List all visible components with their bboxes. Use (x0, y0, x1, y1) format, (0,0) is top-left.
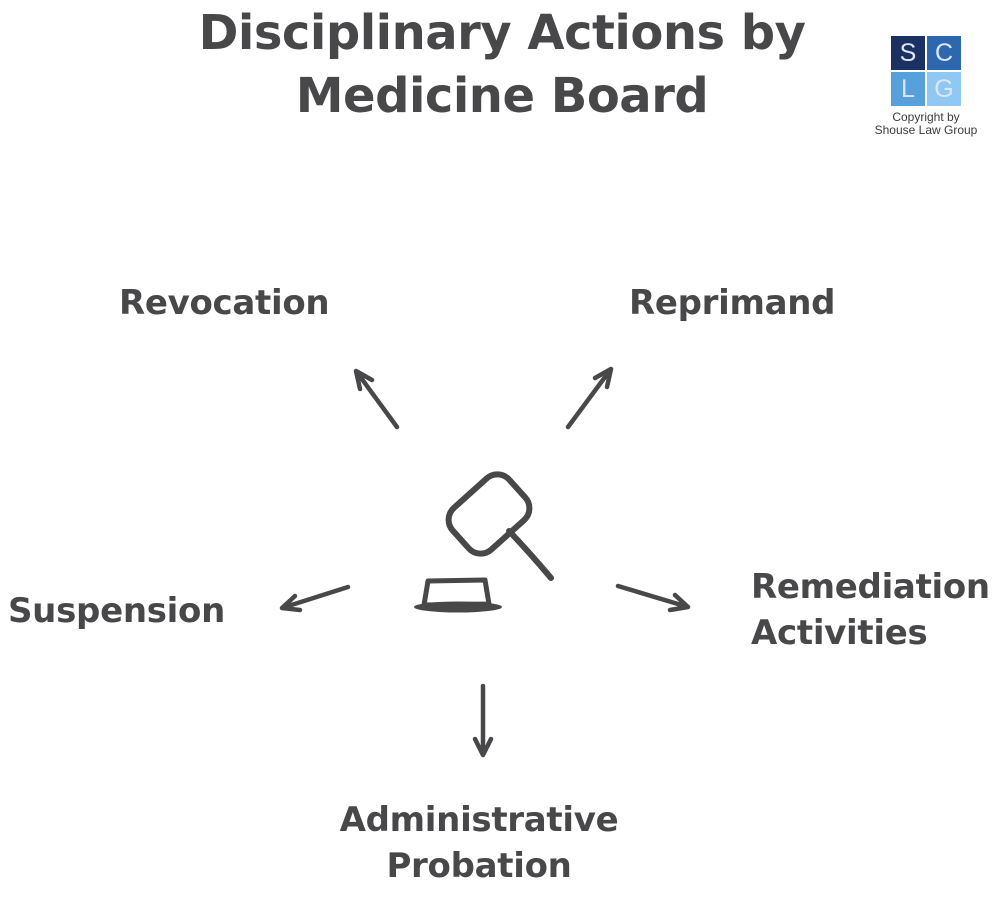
sclg-logo-icon: S C L G (891, 36, 961, 106)
arrow-suspension (279, 584, 351, 613)
gavel-base (414, 601, 502, 613)
copyright-line-1: Copyright by (892, 110, 960, 124)
arrow-reprimand (565, 366, 614, 430)
copyright-line-2: Shouse Law Group (874, 123, 978, 138)
logo-square-g: G (927, 72, 961, 106)
gavel-icon (414, 471, 554, 613)
arrow-revocation (353, 368, 400, 430)
gavel-handle (506, 528, 554, 581)
gavel-head (445, 471, 533, 557)
gavel-sound-block (421, 577, 492, 608)
logo-square-s: S (891, 36, 925, 70)
node-label-reprimand: Reprimand (629, 283, 836, 323)
node-label-remediation-activities: Remediation Activities (751, 567, 990, 654)
arrow-administrative-probation (472, 683, 494, 758)
copyright-text: Copyright by Shouse Law Group (854, 110, 998, 138)
arrow-remediation-activities (615, 583, 691, 613)
logo-square-l: L (891, 72, 925, 106)
logo-square-c: C (927, 36, 961, 70)
logo-letter-l: L (901, 74, 915, 103)
shouse-law-group-logo: S C L G Copyright by Shouse Law Group (854, 36, 998, 138)
node-label-suspension: Suspension (8, 591, 225, 631)
logo-letter-c: C (934, 38, 954, 67)
page-title: Disciplinary Actions by Medicine Board (198, 5, 806, 125)
logo-letter-g: G (934, 74, 954, 103)
node-label-administrative-probation: Administrative Probation (339, 800, 619, 887)
node-label-revocation: Revocation (119, 283, 330, 323)
logo-letter-s: S (899, 38, 917, 67)
